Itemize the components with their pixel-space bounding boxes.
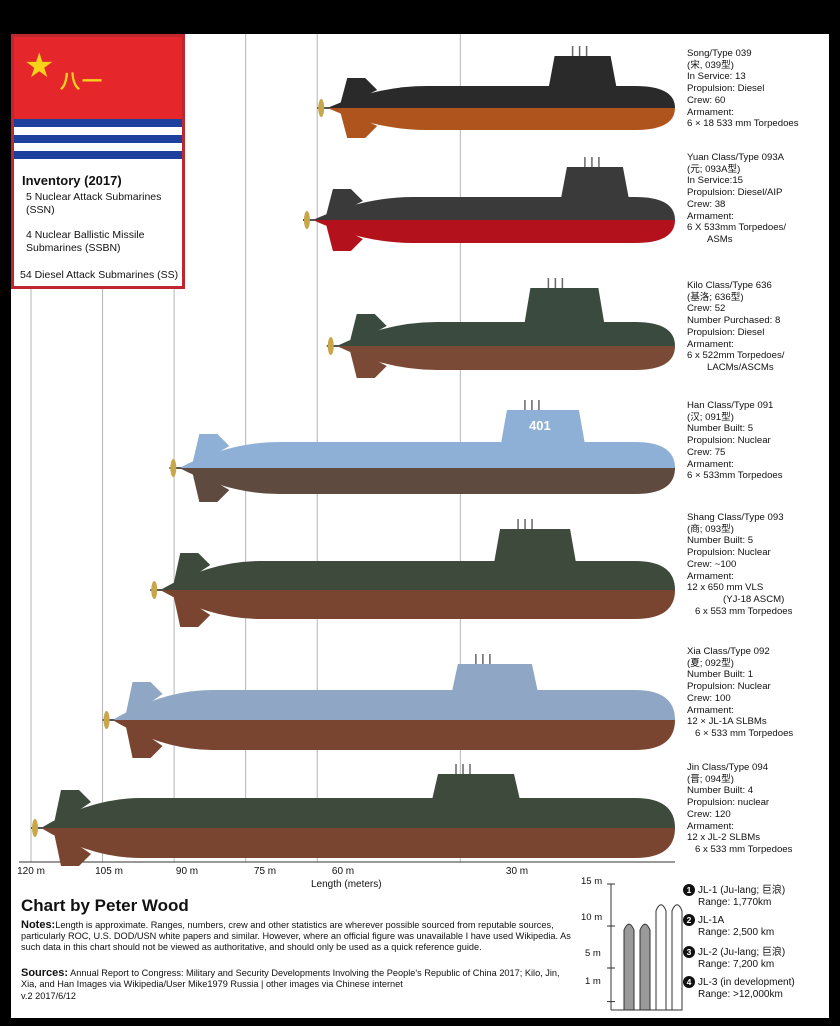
submarine-bar — [326, 278, 675, 378]
submarine-bar — [31, 764, 675, 866]
submarine-bar — [317, 46, 675, 138]
scale-label: 5 m — [585, 948, 601, 959]
scale-label: 15 m — [581, 876, 603, 887]
inventory-item: 54 Diesel Attack Submarines (SS) — [20, 269, 179, 281]
missile-silhouette — [623, 923, 635, 1011]
byline: Chart by Peter Wood — [21, 896, 189, 915]
notes: Notes:Length is approximate. Ranges, num… — [21, 919, 571, 953]
x-tick-label: 120 m — [17, 866, 45, 877]
missile-silhouette — [671, 904, 683, 1011]
spec-shang: Shang Class/Type 093(商; 093型)Number Buil… — [687, 512, 793, 617]
missile-silhouette — [655, 904, 667, 1011]
missile-silhouette — [639, 923, 651, 1011]
spec-xia: Xia Class/Type 092(夏; 092型)Number Built:… — [687, 646, 794, 739]
submarine-bar — [102, 654, 676, 758]
spec-jin: Jin Class/Type 094(晋; 094型)Number Built:… — [687, 762, 793, 855]
flag-text: 八一 — [60, 71, 104, 93]
x-tick-label: 30 m — [505, 866, 529, 877]
inventory-title: Inventory (2017) — [22, 173, 122, 188]
submarine-bar: 401 — [169, 400, 675, 502]
spec-han: Han Class/Type 091(汉; 091型)Number Built:… — [687, 400, 783, 482]
submarine-length-chart: 401 — [19, 34, 676, 866]
inventory-box: ★ 八一 Inventory (2017) 5 Nuclear Attack S… — [11, 34, 185, 289]
version: v.2 2017/6/12 — [21, 991, 76, 1001]
x-tick-label: 90 m — [175, 866, 199, 877]
scale-label: 10 m — [581, 912, 603, 923]
sources: Sources: Annual Report to Congress: Mili… — [21, 967, 560, 990]
spec-yuan: Yuan Class/Type 093A(元; 093A型)In Service… — [687, 152, 787, 245]
infographic-frame: 401 120 m 105 m 90 m 75 m 60 m 30 m Leng… — [11, 34, 829, 1018]
submarine-bar — [150, 519, 675, 627]
scale-label: 1 m — [585, 976, 601, 987]
svg-text:401: 401 — [529, 418, 551, 433]
x-axis-title: Length (meters) — [311, 879, 382, 890]
x-tick-label: 105 m — [95, 866, 123, 877]
naval-ensign-flag: ★ 八一 — [14, 37, 182, 167]
star-icon: ★ — [24, 47, 55, 85]
inventory-item: 5 Nuclear Attack Submarines (SSN) — [26, 191, 162, 216]
inventory-item: 4 Nuclear Ballistic Missile Submarines (… — [26, 229, 145, 254]
x-tick-label: 75 m — [253, 866, 277, 877]
submarine-bar — [302, 157, 675, 251]
x-tick-label: 60 m — [331, 866, 355, 877]
missile-scale-graphic — [607, 883, 683, 1011]
